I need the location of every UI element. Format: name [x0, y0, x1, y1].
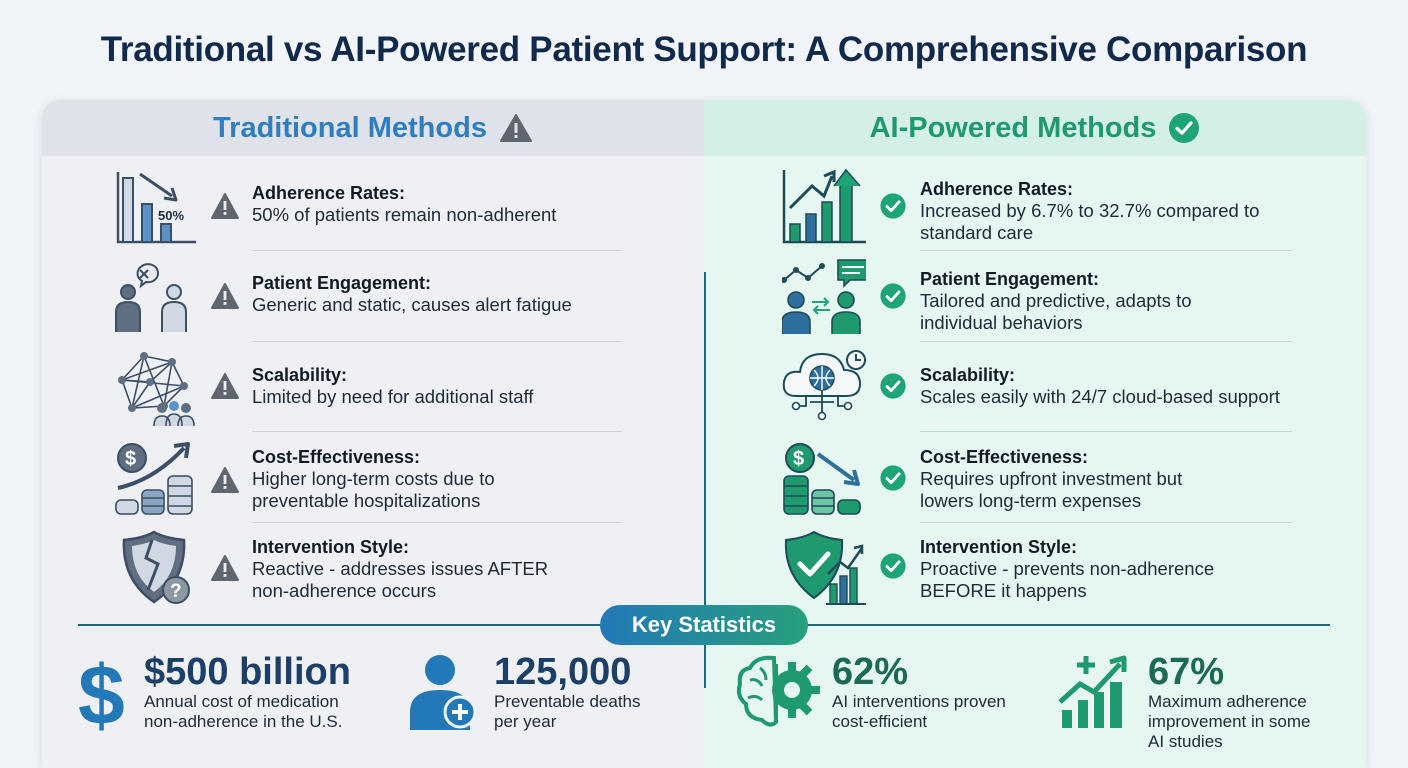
stat-value: 67% [1148, 651, 1225, 693]
row-divider [252, 341, 622, 342]
row-description-line1: Higher long-term costs due to [252, 468, 495, 489]
warning-icon [211, 555, 239, 581]
warning-icon [211, 193, 239, 219]
row-description-line2: preventable hospitalizations [252, 490, 481, 511]
stat-description-line2: cost-efficient [832, 712, 928, 731]
check-circle-icon [880, 373, 906, 399]
warning-icon [211, 283, 239, 309]
ai-heading: AI-Powered Methods [869, 111, 1157, 144]
svg-text:?: ? [170, 581, 182, 602]
check-circle-icon [880, 553, 906, 579]
row-label: Intervention Style: [252, 537, 410, 557]
rising-bar-chart-icon [782, 168, 866, 244]
stat-value: $500 billion [144, 651, 351, 693]
network-people-icon [118, 352, 195, 426]
row-description-line1: Proactive - prevents non-adherence [920, 558, 1215, 579]
stat-value: 62% [832, 651, 909, 693]
ai-header: AI-Powered Methods [704, 100, 1366, 156]
comparison-card: Traditional Methods AI-Powered Methods 5… [42, 100, 1366, 768]
stat-description-line1: Annual cost of medication [144, 692, 339, 711]
chart-icon-label: 50% [158, 208, 184, 223]
stats-divider-left [78, 624, 602, 626]
row-description: Scales easily with 24/7 cloud-based supp… [920, 386, 1280, 407]
stat-value: 125,000 [494, 651, 632, 693]
row-divider [920, 250, 1292, 251]
svg-text:$: $ [78, 652, 125, 732]
stat-description-line2: non-adherence in the U.S. [144, 712, 343, 731]
stat-description-line3: AI studies [1148, 732, 1223, 751]
check-circle-icon [880, 465, 906, 491]
column-divider [704, 272, 706, 688]
traditional-heading: Traditional Methods [213, 111, 487, 144]
ai-column [704, 100, 1366, 768]
row-label: Cost-Effectiveness: [252, 447, 421, 467]
page-title: Traditional vs AI-Powered Patient Suppor… [100, 30, 1308, 69]
row-description-line1: Tailored and predictive, adapts to [920, 290, 1192, 311]
row-description-line2: BEFORE it happens [920, 580, 1087, 601]
row-label: Cost-Effectiveness: [920, 447, 1089, 467]
cloud-globe-clock-icon [782, 350, 866, 421]
warning-icon [211, 373, 239, 399]
check-circle-icon [880, 283, 906, 309]
svg-text:$: $ [793, 448, 804, 470]
growth-chart-plus-icon [1058, 655, 1127, 728]
row-description: Limited by need for additional staff [252, 386, 534, 407]
row-description-line2: standard care [920, 222, 1034, 243]
row-label: Intervention Style: [920, 537, 1078, 557]
declining-bar-chart-icon: 50% [116, 172, 196, 244]
row-description-line2: individual behaviors [920, 312, 1083, 333]
broken-shield-question-icon: ? [122, 530, 190, 604]
person-plus-icon [410, 655, 477, 730]
row-divider [252, 431, 622, 432]
brain-gear-icon [736, 655, 820, 727]
row-divider [920, 341, 1292, 342]
row-divider [252, 250, 622, 251]
stat-description-line1: Maximum adherence [1148, 692, 1307, 711]
stat-annual-cost: $500 billion Annual cost of medication n… [144, 652, 351, 732]
stat-description-line2: per year [494, 712, 557, 731]
stat-max-improvement: 67% Maximum adherence improvement in som… [1148, 652, 1311, 752]
shield-check-growth-icon [784, 530, 866, 605]
falling-costs-coins-icon: $ [783, 443, 861, 515]
row-divider [920, 431, 1292, 432]
stat-description-line1: AI interventions proven [832, 692, 1006, 711]
stat-cost-efficient: 62% AI interventions proven cost-efficie… [832, 652, 1006, 732]
svg-text:$: $ [125, 448, 136, 470]
traditional-header: Traditional Methods [42, 100, 704, 156]
row-divider [252, 522, 622, 523]
people-speech-bubble-icon [115, 263, 187, 332]
warning-icon [499, 114, 532, 142]
check-circle-icon [1169, 113, 1200, 143]
row-description-line1: Increased by 6.7% to 32.7% compared to [920, 200, 1260, 221]
row-description: 50% of patients remain non-adherent [252, 204, 557, 225]
people-chat-exchange-icon [782, 259, 866, 334]
check-circle-icon [880, 193, 906, 219]
row-label: Scalability: [252, 365, 348, 385]
row-label: Adherence Rates: [920, 179, 1074, 199]
warning-icon [211, 467, 239, 493]
row-description-line1: Reactive - addresses issues AFTER [252, 558, 549, 579]
stat-description-line2: improvement in some [1148, 712, 1311, 731]
row-description: Generic and static, causes alert fatigue [252, 294, 572, 315]
row-label: Patient Engagement: [252, 273, 432, 293]
dollar-sign-icon: $ [78, 652, 125, 732]
row-label: Scalability: [920, 365, 1016, 385]
stats-divider-right [806, 624, 1330, 626]
row-description-line2: lowers long-term expenses [920, 490, 1142, 511]
stat-description-line1: Preventable deaths [494, 692, 641, 711]
rising-costs-coins-icon: $ [115, 442, 193, 515]
key-statistics-badge: Key Statistics [600, 605, 808, 645]
row-label: Adherence Rates: [252, 183, 406, 203]
stat-preventable-deaths: 125,000 Preventable deaths per year [494, 652, 641, 732]
row-description-line1: Requires upfront investment but [920, 468, 1183, 489]
row-description-line2: non-adherence occurs [252, 580, 437, 601]
row-divider [920, 522, 1292, 523]
row-label: Patient Engagement: [920, 269, 1100, 289]
